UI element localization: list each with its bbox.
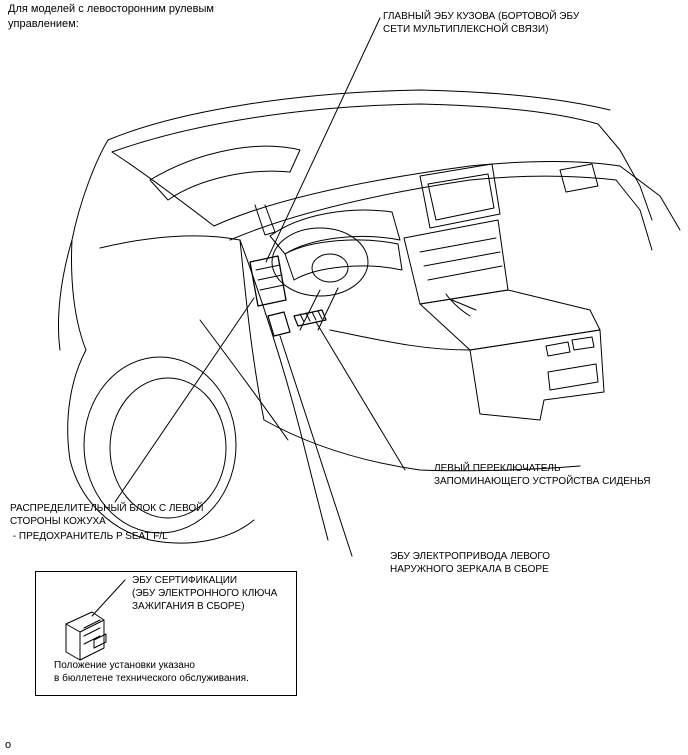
junction-block-label-line1: РАСПРЕДЕЛИТЕЛЬНЫЙ БЛОК С ЛЕВОЙ bbox=[10, 503, 204, 514]
certification-ecu-drawing bbox=[65, 611, 107, 661]
center-stack-controls bbox=[419, 237, 503, 281]
console-vents bbox=[545, 336, 595, 357]
steering-column bbox=[299, 287, 339, 331]
certification-ecu-label-line1: ЭБУ СЕРТИФИКАЦИИ bbox=[132, 575, 238, 586]
leader-junction-block bbox=[114, 297, 255, 503]
mirror-ecu-label-line2: НАРУЖНОГО ЗЕРКАЛА В СБОРЕ bbox=[390, 564, 549, 575]
cluster-hood bbox=[269, 209, 401, 255]
vent-right bbox=[559, 163, 599, 193]
fender-line bbox=[58, 239, 73, 351]
front-tire-inner bbox=[109, 377, 227, 519]
door-side-edge bbox=[199, 319, 289, 441]
center-display bbox=[419, 163, 501, 229]
console-storage bbox=[547, 363, 599, 391]
door-sill bbox=[263, 419, 581, 472]
header-title-line2: управлением: bbox=[8, 18, 79, 30]
inset-note-line1: Положение установки указано bbox=[54, 660, 195, 671]
center-stack bbox=[403, 219, 509, 305]
console-body bbox=[469, 329, 605, 421]
sun-visor bbox=[149, 145, 301, 201]
a-pillar-left bbox=[71, 139, 109, 241]
windshield-frame-right bbox=[597, 123, 653, 221]
inset-note-line2: в бюллетене технического обслуживания. bbox=[54, 673, 249, 684]
certification-ecu-label-line3: ЗАЖИГАНИЯ В СБОРЕ) bbox=[132, 601, 245, 612]
a-pillar-left-inner bbox=[111, 151, 215, 227]
leader-mirror-ecu bbox=[279, 335, 353, 557]
windshield-top bbox=[111, 103, 599, 153]
switch-shape bbox=[293, 309, 327, 327]
junction-block-shape bbox=[249, 255, 287, 307]
door-inner-panel bbox=[239, 239, 329, 541]
front-tire bbox=[83, 356, 237, 534]
leader-certification-ecu bbox=[91, 579, 126, 617]
body-side-right bbox=[619, 165, 681, 231]
mirror-mount bbox=[254, 204, 276, 236]
steering-wheel bbox=[271, 227, 369, 297]
seat-switch-label-line1: ЛЕВЫЙ ПЕРЕКЛЮЧАТЕЛЬ bbox=[434, 463, 561, 474]
door-outer bbox=[99, 235, 265, 421]
console-top bbox=[419, 289, 601, 351]
main-body-ecu-label-line2: СЕТИ МУЛЬТИПЛЕКСНОЙ СВЯЗИ) bbox=[383, 24, 549, 35]
figure-code: o bbox=[5, 739, 12, 751]
header-title-line1: Для моделей с левосторонним рулевым bbox=[8, 3, 214, 15]
wheel-arch bbox=[67, 349, 255, 544]
leader-main-body-ecu bbox=[265, 17, 381, 263]
mirror-ecu-label-line1: ЭБУ ЭЛЕКТРОПРИВОДА ЛЕВОГО bbox=[390, 551, 551, 562]
certification-ecu-label-line2: (ЭБУ ЭЛЕКТРОННОГО КЛЮЧА bbox=[132, 588, 278, 599]
seat-switch-label-line2: ЗАПОМИНАЮЩЕГО УСТРОЙСТВА СИДЕНЬЯ bbox=[434, 476, 651, 487]
junction-block-detail bbox=[255, 264, 285, 291]
cluster-face bbox=[284, 239, 403, 281]
center-display-inner bbox=[427, 173, 495, 221]
junction-block-label-line2: СТОРОНЫ КОЖУХА bbox=[10, 516, 106, 527]
main-body-ecu-label-line1: ГЛАВНЫЙ ЭБУ КУЗОВА (БОРТОВОЙ ЭБУ bbox=[383, 11, 580, 22]
dashboard-top bbox=[213, 161, 621, 227]
certification-ecu-inset bbox=[35, 571, 297, 696]
leader-seat-switch bbox=[315, 321, 406, 471]
relay-shape bbox=[267, 311, 291, 337]
junction-block-fuse-label: - ПРЕДОХРАНИТЕЛЬ P SEAT F/L bbox=[10, 531, 168, 542]
dashboard-top-inner bbox=[229, 175, 617, 241]
roof-outline bbox=[107, 89, 611, 141]
shifter bbox=[445, 293, 477, 317]
steering-hub bbox=[311, 253, 349, 283]
floor-line bbox=[329, 329, 471, 351]
dash-right-edge bbox=[615, 179, 653, 251]
door-frame bbox=[71, 239, 87, 351]
switch-hatch bbox=[299, 310, 323, 323]
